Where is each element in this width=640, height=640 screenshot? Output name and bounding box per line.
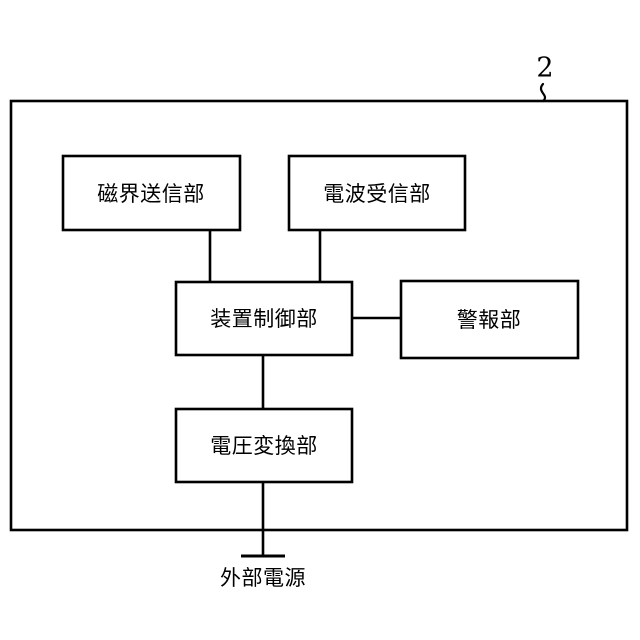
block-magnetic-field-transmitter: 磁界送信部 (61, 154, 242, 232)
block-radio-wave-receiver-label: 電波受信部 (323, 182, 431, 206)
block-radio-wave-receiver-box (287, 154, 467, 232)
block-voltage-converter-box (174, 407, 354, 484)
block-device-control-unit-box (174, 280, 354, 357)
block-alarm-unit-label: 警報部 (457, 308, 522, 332)
reference-numeral-2: 2 (536, 53, 553, 84)
block-voltage-converter: 電圧変換部 (174, 407, 354, 484)
block-device-control-unit-label: 装置制御部 (210, 307, 318, 331)
block-radio-wave-receiver: 電波受信部 (287, 154, 467, 232)
external-power-source-label: 外部電源 (220, 566, 306, 590)
block-magnetic-field-transmitter-label: 磁界送信部 (97, 182, 205, 206)
block-voltage-converter-label: 電圧変換部 (210, 434, 318, 458)
block-alarm-unit: 警報部 (399, 279, 580, 360)
block-alarm-unit-box (399, 279, 580, 360)
reference-leader-line (539, 82, 547, 103)
block-device-control-unit: 装置制御部 (174, 280, 354, 357)
block-magnetic-field-transmitter-box (61, 154, 242, 232)
